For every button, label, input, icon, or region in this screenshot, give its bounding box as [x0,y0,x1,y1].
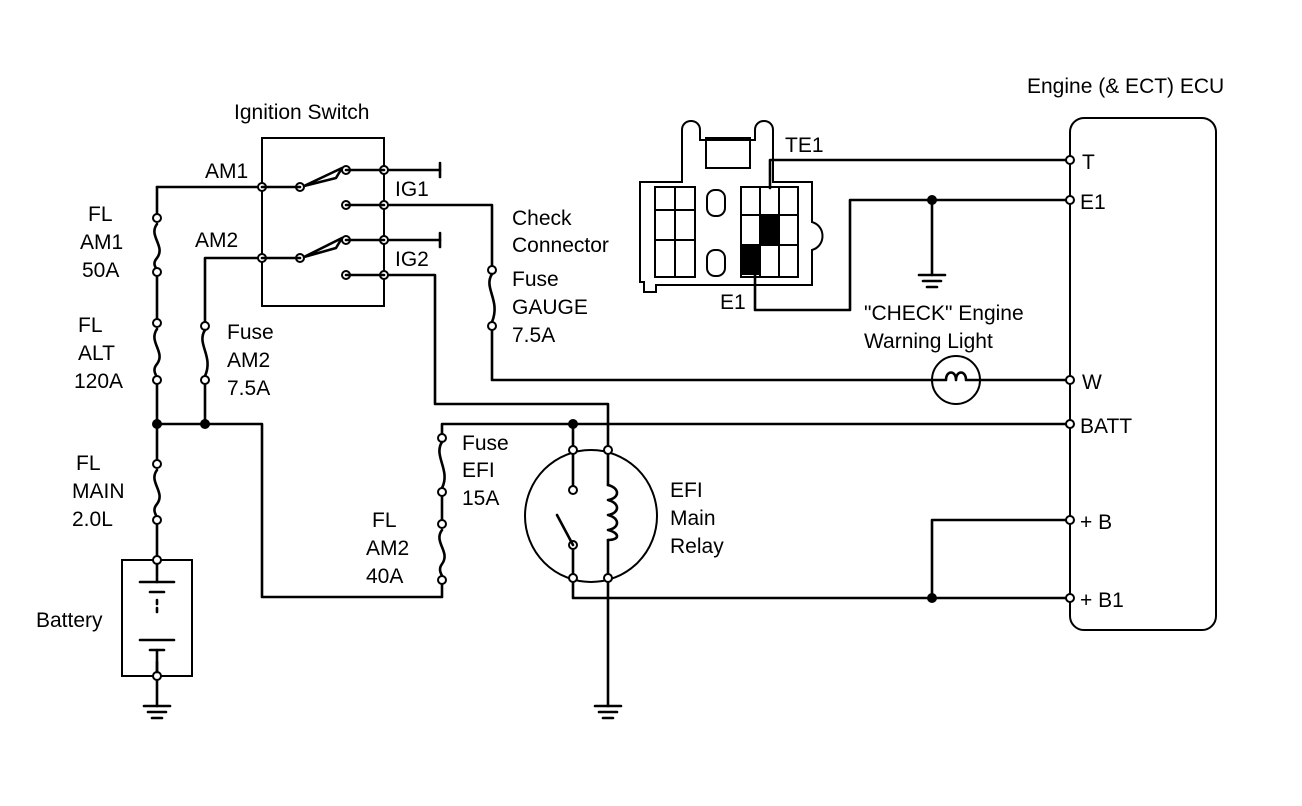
fl-am1-line2: AM1 [80,231,123,254]
connector-te1: TE1 [785,134,824,157]
relay-line2: Main [670,507,716,530]
connector-e1: E1 [720,291,746,314]
efi-main-relay [524,445,658,583]
ignition-ig2: IG2 [395,248,429,271]
fl-main-line3: 2.0L [72,508,113,531]
ignition-switch-box [261,137,385,307]
relay-circle [524,449,658,583]
ignition-am1: AM1 [205,160,248,183]
ecu-box [1069,117,1217,631]
fl-am2-line2: AM2 [366,537,409,560]
fl-am2-line3: 40A [366,565,403,588]
junction-dots [152,155,1075,603]
fuse-gauge-line1: Fuse [512,268,559,291]
warning-light-line1: "CHECK" Engine [864,302,1024,325]
fl-main-line1: FL [76,452,101,475]
fuse-efi-line2: EFI [462,459,495,482]
fl-am1-line3: 50A [82,259,119,282]
fl-main-line2: MAIN [72,480,125,503]
fuse-am2-line3: 7.5A [227,377,270,400]
fuse-gauge-line3: 7.5A [512,324,555,347]
relay-line1: EFI [670,479,703,502]
check-engine-light [930,355,982,405]
ground-symbols [142,273,947,720]
fl-am1-line1: FL [88,203,113,226]
fl-alt-line1: FL [78,314,103,337]
fuse-gauge-line2: GAUGE [512,296,588,319]
ecu-pin-b: + B [1080,511,1112,534]
fuse-symbols [152,213,497,585]
labels: Engine (& ECT) ECU T E1 W BATT + B + B1 … [36,75,1224,632]
check-connector [639,120,824,293]
relay-line3: Relay [670,535,724,558]
ecu [1069,117,1217,631]
wires [155,158,1072,708]
fl-am2-line1: FL [372,509,397,532]
ignition-switch-title: Ignition Switch [234,101,369,124]
ignition-am2: AM2 [195,229,238,252]
check-connector-line1: Check [512,207,572,230]
fuse-efi-line1: Fuse [462,432,509,455]
battery [121,555,193,681]
ecu-pin-b1: + B1 [1080,589,1124,612]
warning-light-line2: Warning Light [864,330,993,353]
fuse-am2-line2: AM2 [227,349,270,372]
ecu-pin-e1: E1 [1080,191,1106,214]
fl-alt-line3: 120A [74,370,123,393]
ignition-switch [257,137,442,307]
ecu-pin-batt: BATT [1080,415,1132,438]
ecu-pin-w: W [1082,371,1102,394]
ecu-pin-t: T [1082,151,1095,174]
fuse-am2-line1: Fuse [227,321,274,344]
fl-alt-line2: ALT [78,342,115,365]
ignition-ig1: IG1 [395,178,429,201]
check-connector-line2: Connector [512,234,609,257]
battery-label: Battery [36,609,103,632]
ecu-title: Engine (& ECT) ECU [1027,75,1224,98]
fuse-efi-line3: 15A [462,487,499,510]
